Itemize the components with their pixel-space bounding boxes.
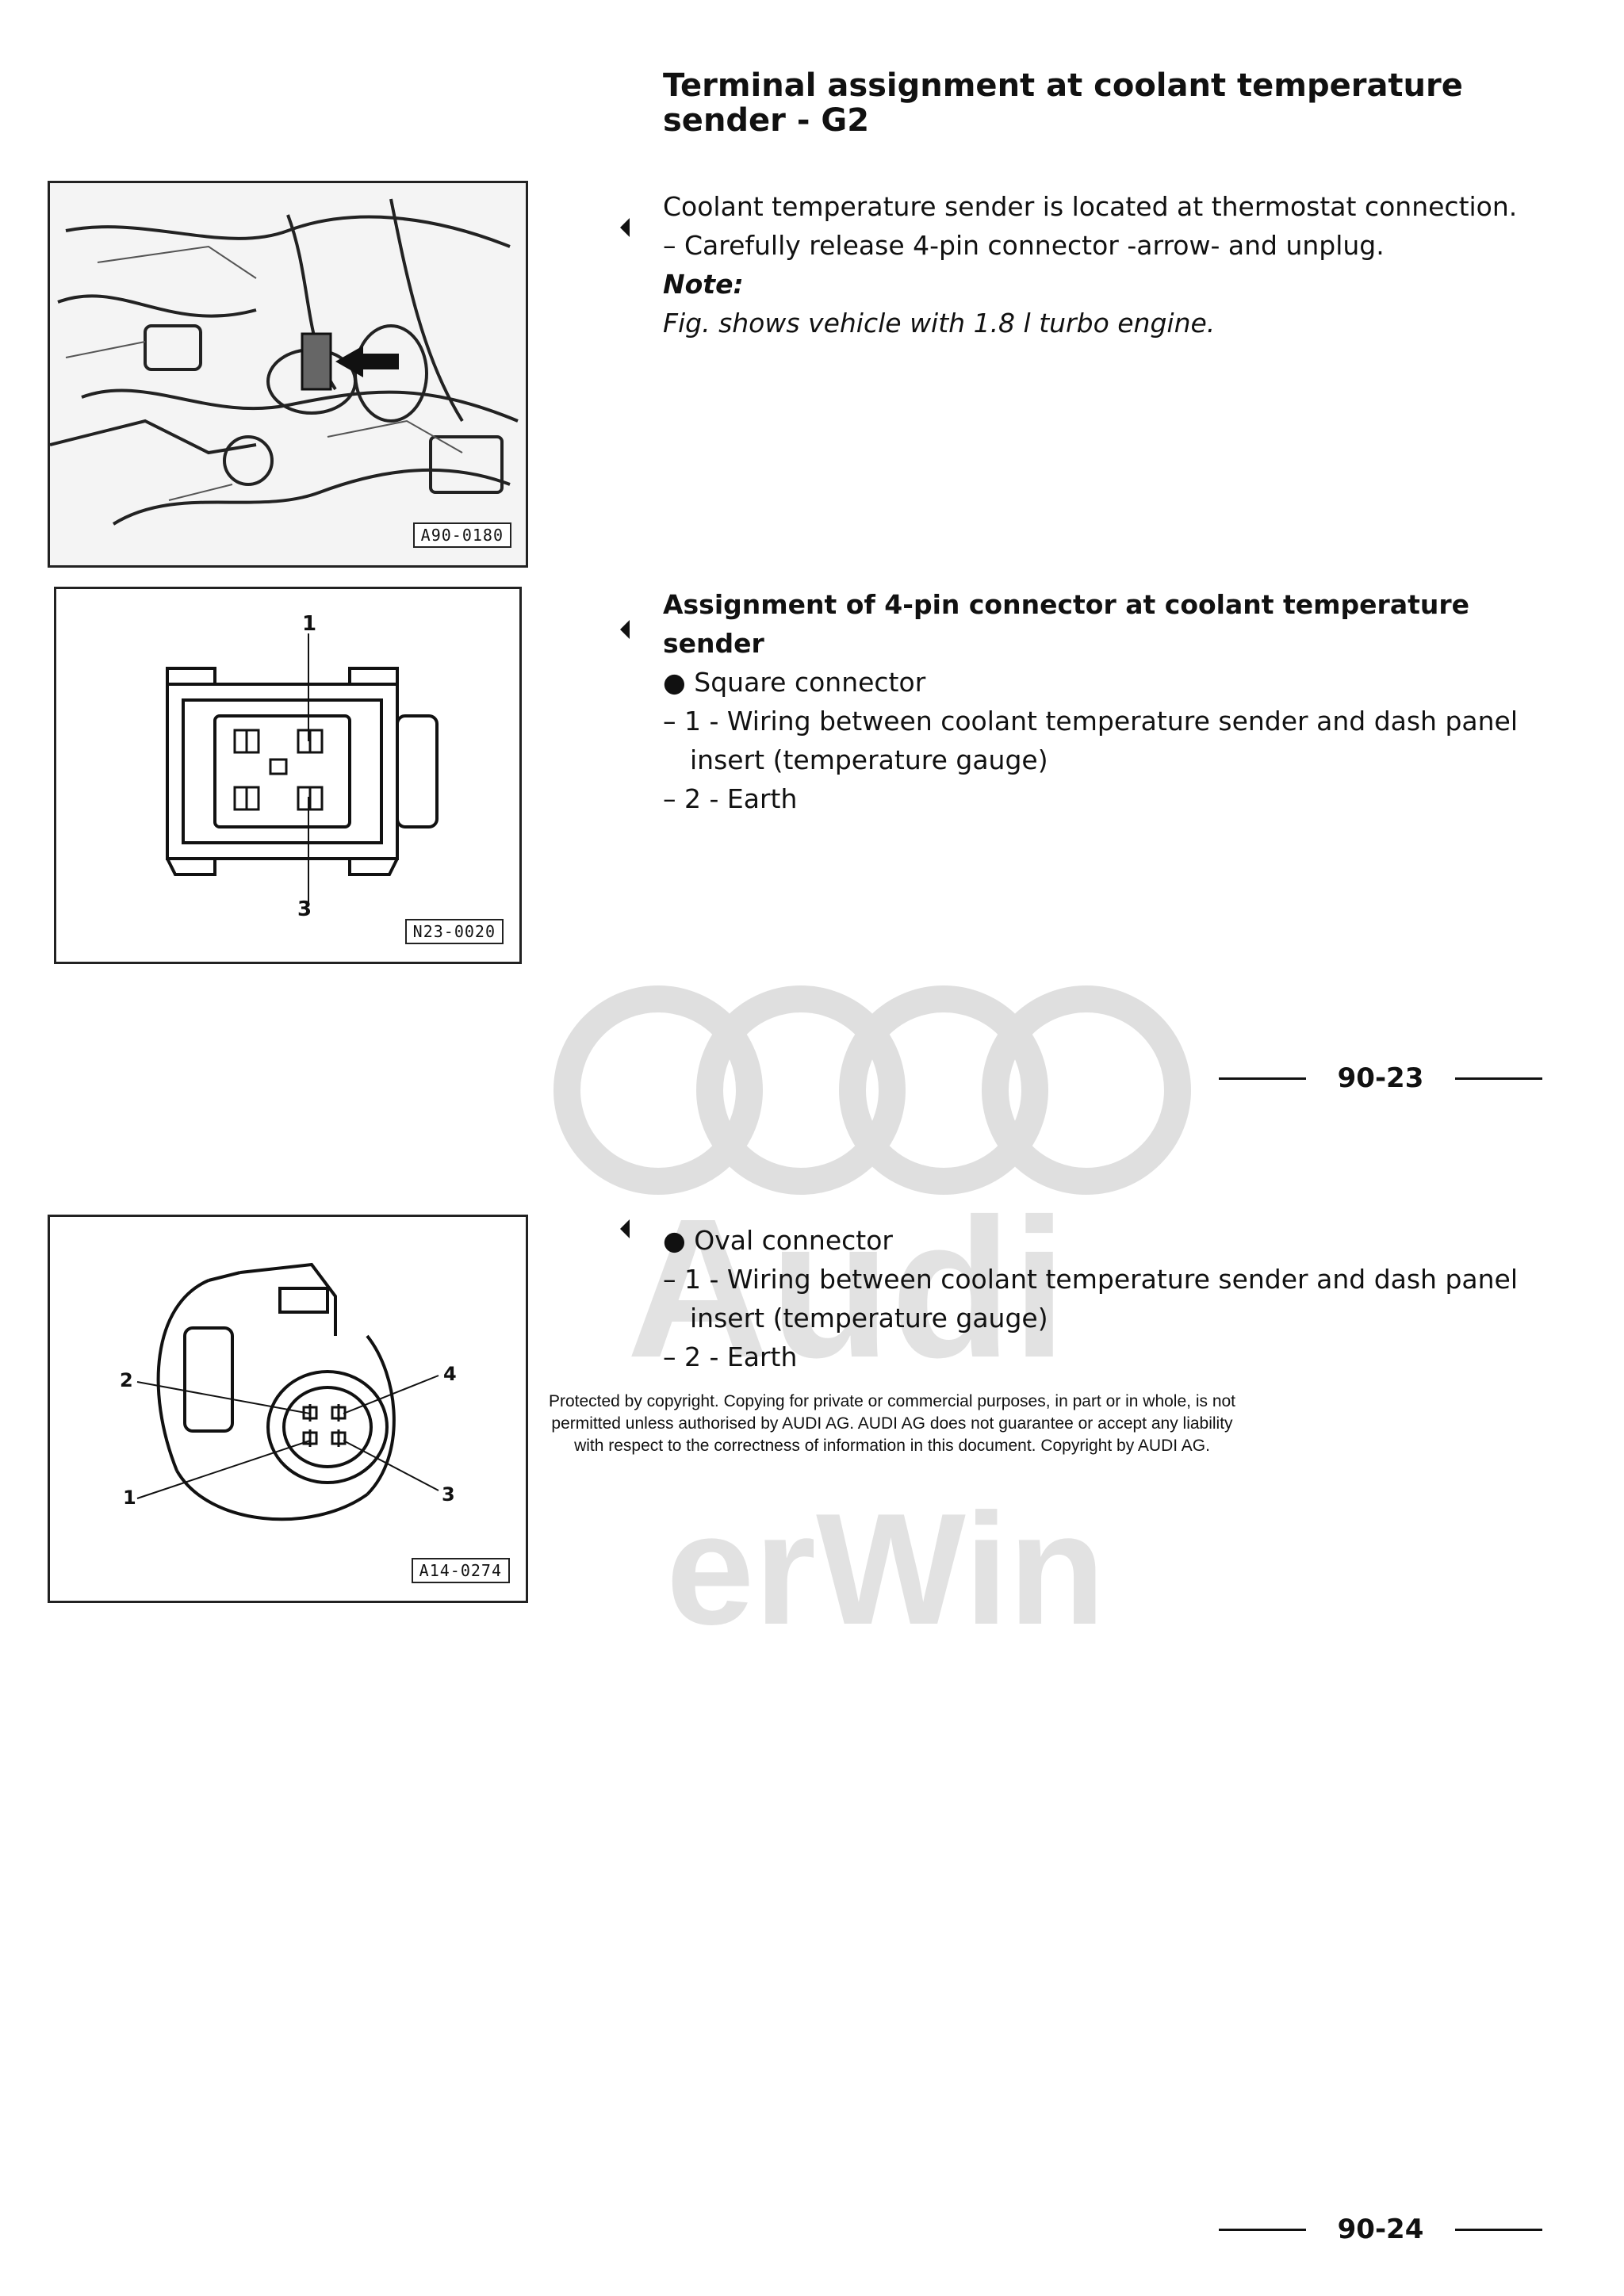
- square-connector-illustration: 1 3: [166, 612, 439, 921]
- rule-left: [1218, 2228, 1306, 2231]
- callout-4: 4: [443, 1363, 457, 1385]
- callout-3: 3: [297, 897, 312, 921]
- callout-1: 1: [123, 1487, 136, 1509]
- pin-assignment-1: – 1 - Wiring between coolant temperature…: [663, 1264, 1519, 1334]
- figure-code: A14-0274: [411, 1558, 510, 1583]
- oval-connector-illustration: 2 4 1 3: [120, 1262, 457, 1521]
- pin-assignment-2: – 2 - Earth: [663, 783, 798, 814]
- audi-text-watermark: Audi: [626, 1177, 1067, 1399]
- pin-assignment-1: – 1 - Wiring between coolant temperature…: [663, 706, 1519, 775]
- figure-code: A90-0180: [412, 522, 511, 548]
- audi-rings-logo: [553, 985, 1191, 1195]
- engine-bay-illustration: [50, 183, 526, 565]
- page-number-1: 90-23: [1218, 1062, 1543, 1094]
- copyright-line-2: permitted unless authorised by AUDI AG. …: [551, 1414, 1233, 1433]
- page-number-text: 90-24: [1337, 2214, 1424, 2245]
- figure-code: N23-0020: [404, 919, 504, 944]
- oval-connector-figure: 2 4 1 3 A14-0274: [48, 1215, 528, 1603]
- rule-right: [1455, 1077, 1543, 1080]
- audi-rings-watermark: [547, 971, 1197, 1212]
- figure-pointer-icon: [620, 218, 630, 237]
- callout-1: 1: [302, 612, 316, 636]
- figure-pointer-icon: [620, 1219, 630, 1238]
- square-connector-figure: 1 3 N23-0020: [54, 587, 522, 964]
- page-number-2: 90-24: [1218, 2214, 1543, 2245]
- note-text: Fig. shows vehicle with 1.8 l turbo engi…: [663, 308, 1216, 339]
- copyright-line-3: with respect to the correctness of infor…: [574, 1437, 1210, 1455]
- instruction-step: – Carefully release 4-pin connector -arr…: [663, 230, 1385, 261]
- pin-assignment-2: – 2 - Earth: [663, 1341, 798, 1372]
- location-text: Coolant temperature sender is located at…: [663, 191, 1518, 222]
- rule-left: [1218, 1077, 1306, 1080]
- section-heading: Assignment of 4-pin connector at coolant…: [663, 589, 1470, 659]
- erwin-text-watermark: erWin: [666, 1481, 1105, 1658]
- page-title: Terminal assignment at coolant temperatu…: [663, 67, 1463, 139]
- section-2-text: Assignment of 4-pin connector at coolant…: [663, 585, 1535, 818]
- section-1-text: Coolant temperature sender is located at…: [663, 187, 1535, 342]
- copyright-line-1: Protected by copyright. Copying for priv…: [548, 1392, 1236, 1410]
- section-3-text: ● Oval connector – 1 - Wiring between co…: [663, 1221, 1535, 1376]
- connector-type: ● Square connector: [663, 667, 926, 698]
- note-label: Note:: [663, 269, 744, 300]
- callout-2: 2: [120, 1369, 133, 1391]
- copyright-notice: Protected by copyright. Copying for priv…: [515, 1391, 1269, 1457]
- figure-pointer-icon: [620, 620, 630, 639]
- rule-right: [1455, 2228, 1543, 2231]
- callout-3: 3: [442, 1483, 455, 1506]
- connector-type: ● Oval connector: [663, 1225, 893, 1256]
- engine-bay-figure: A90-0180: [48, 181, 528, 568]
- page-number-text: 90-23: [1337, 1062, 1424, 1094]
